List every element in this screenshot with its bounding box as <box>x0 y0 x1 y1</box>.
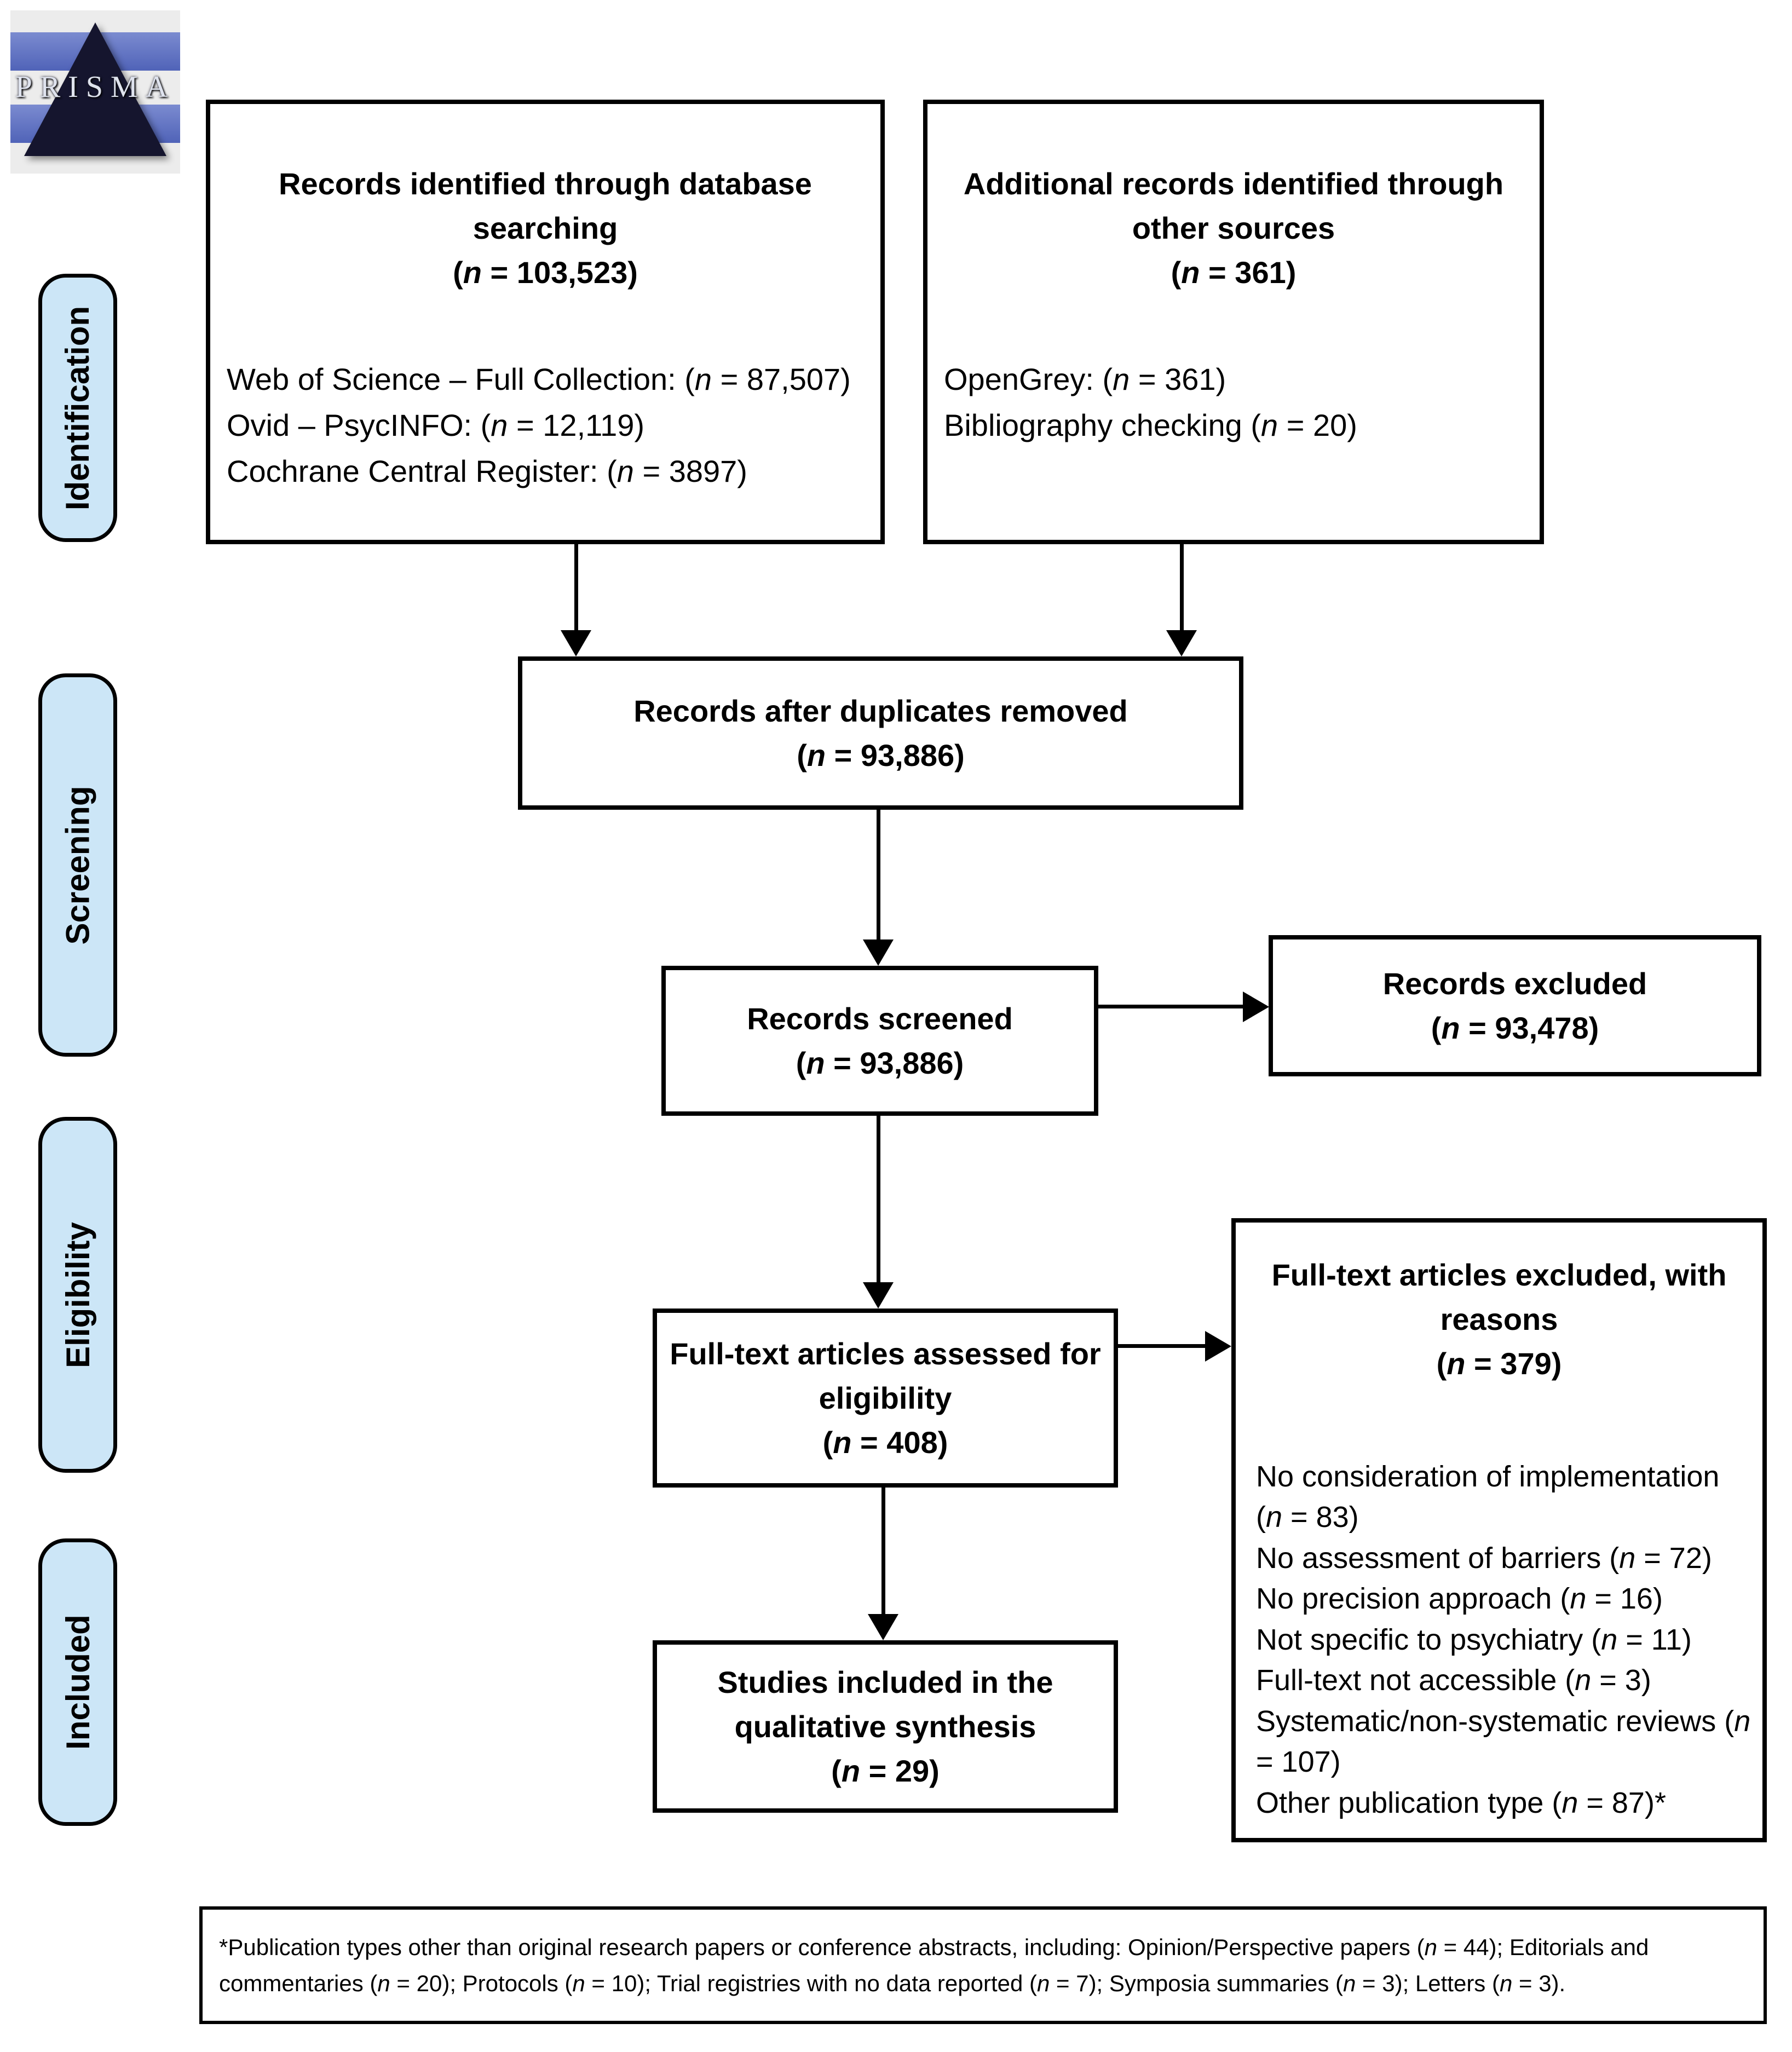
stage-label-screening: Screening <box>38 673 117 1057</box>
arrow-screened-to-fulltext-head <box>863 1282 894 1309</box>
box-fulltext-excluded: Full-text articles excluded, with reason… <box>1231 1218 1767 1842</box>
arrow-screened-to-excluded-line <box>1098 1005 1246 1008</box>
detail-line: Web of Science – Full Collection: (n = 8… <box>227 361 851 396</box>
detail-line: Ovid – PsycINFO: (n = 12,119) <box>227 407 645 442</box>
footnote-box: *Publication types other than original r… <box>199 1906 1767 2024</box>
box-title: Records after duplicates removed <box>633 693 1128 728</box>
box-studies-included: Studies included in the qualitative synt… <box>653 1640 1118 1813</box>
stage-label-included: Included <box>38 1538 117 1826</box>
box-additional-records: Additional records identified through ot… <box>923 100 1544 544</box>
detail-line: Cochrane Central Register: (n = 3897) <box>227 453 747 488</box>
stage-label-text: Eligibility <box>59 1221 96 1368</box>
arrow-screened-to-fulltext-line <box>877 1116 880 1287</box>
box-count: (n = 408) <box>822 1425 948 1460</box>
stage-label-text: Screening <box>59 785 96 945</box>
exclusion-reason: No precision approach (n = 16) <box>1256 1582 1663 1616</box>
detail-line: OpenGrey: (n = 361) <box>944 361 1226 396</box>
box-count: (n = 379) <box>1436 1346 1562 1381</box>
box-count: (n = 93,886) <box>797 738 965 773</box>
box-records-screened: Records screened (n = 93,886) <box>661 966 1098 1116</box>
prisma-logo: PRISMA <box>10 10 180 174</box>
logo-wordmark: PRISMA <box>15 70 176 104</box>
stage-label-identification: Identification <box>38 274 117 542</box>
arrow-fulltext-to-ftexcluded-line <box>1118 1344 1208 1348</box>
box-title: Full-text articles excluded, with reason… <box>1271 1258 1727 1337</box>
exclusion-reason: No consideration of implementation (n = … <box>1256 1460 1720 1534</box>
box-count: (n = 29) <box>831 1754 940 1789</box>
arrow-fulltext-to-ftexcluded-head <box>1205 1331 1231 1362</box>
box-count: (n = 93,886) <box>796 1046 964 1080</box>
logo-triangle-icon <box>24 22 166 156</box>
exclusion-reason: No assessment of barriers (n = 72) <box>1256 1541 1712 1575</box>
box-title: Records screened <box>747 1001 1013 1036</box>
box-count: (n = 103,523) <box>453 255 638 290</box>
box-title: Studies included in the qualitative synt… <box>717 1664 1053 1744</box>
arrow-duplicates-to-screened-head <box>863 939 894 966</box>
arrow-fulltext-to-included-head <box>868 1614 898 1640</box>
box-title: Full-text articles assessed for eligibil… <box>670 1336 1101 1415</box>
stage-label-text: Included <box>59 1615 96 1750</box>
box-records-excluded: Records excluded (n = 93,478) <box>1269 935 1761 1076</box>
exclusion-reason: Not specific to psychiatry (n = 11) <box>1256 1623 1692 1656</box>
arrow-fulltext-to-included-line <box>881 1488 885 1618</box>
stage-label-eligibility: Eligibility <box>38 1117 117 1473</box>
arrow-screened-to-excluded-head <box>1243 992 1269 1022</box>
footnote-text: *Publication types other than original r… <box>219 1934 1649 1996</box>
exclusion-reason: Full-text not accessible (n = 3) <box>1256 1664 1651 1697</box>
box-fulltext-assessed: Full-text articles assessed for eligibil… <box>653 1309 1118 1488</box>
box-count: (n = 93,478) <box>1431 1011 1599 1045</box>
box-count: (n = 361) <box>1171 255 1297 290</box>
arrow-duplicates-to-screened-line <box>877 810 880 944</box>
box-title: Records identified through database sear… <box>279 166 812 246</box>
box-records-identified: Records identified through database sear… <box>206 100 885 544</box>
stage-label-text: Identification <box>59 306 96 510</box>
box-title: Additional records identified through ot… <box>963 166 1504 246</box>
box-title: Records excluded <box>1382 966 1647 1001</box>
box-duplicates-removed: Records after duplicates removed (n = 93… <box>518 656 1243 810</box>
arrow-other-to-duplicates-line <box>1180 544 1184 635</box>
arrow-db-to-duplicates-head <box>561 630 591 656</box>
arrow-db-to-duplicates-line <box>574 544 578 635</box>
detail-line: Bibliography checking (n = 20) <box>944 407 1357 442</box>
arrow-other-to-duplicates-head <box>1166 630 1197 656</box>
exclusion-reason: Other publication type (n = 87)* <box>1256 1786 1666 1819</box>
exclusion-reason: Systematic/non-systematic reviews (n = 1… <box>1256 1704 1751 1779</box>
